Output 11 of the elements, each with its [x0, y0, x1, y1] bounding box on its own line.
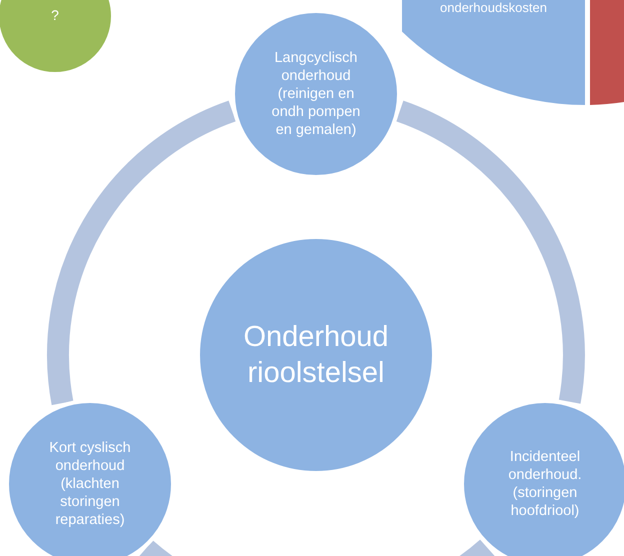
ring-connector	[138, 539, 494, 556]
node-label: ?	[51, 7, 59, 25]
node-label: Kort cyslisch onderhoud (klachten storingen reparaties)	[48, 438, 132, 530]
pie-slice	[590, 0, 624, 105]
node-label: Onderhoud rioolstelsel	[242, 320, 390, 391]
pie-slice	[402, 0, 585, 105]
node-label: Incidenteel onderhoud. (storingen hoofdriool)	[507, 448, 583, 520]
node-label: Langcyclisch onderhoud (reinigen en ondh pompen en gemalen)	[270, 48, 362, 140]
slice-label: onderhoudskosten	[439, 0, 548, 16]
ring-connector	[396, 100, 585, 403]
ring-connector	[47, 100, 236, 404]
